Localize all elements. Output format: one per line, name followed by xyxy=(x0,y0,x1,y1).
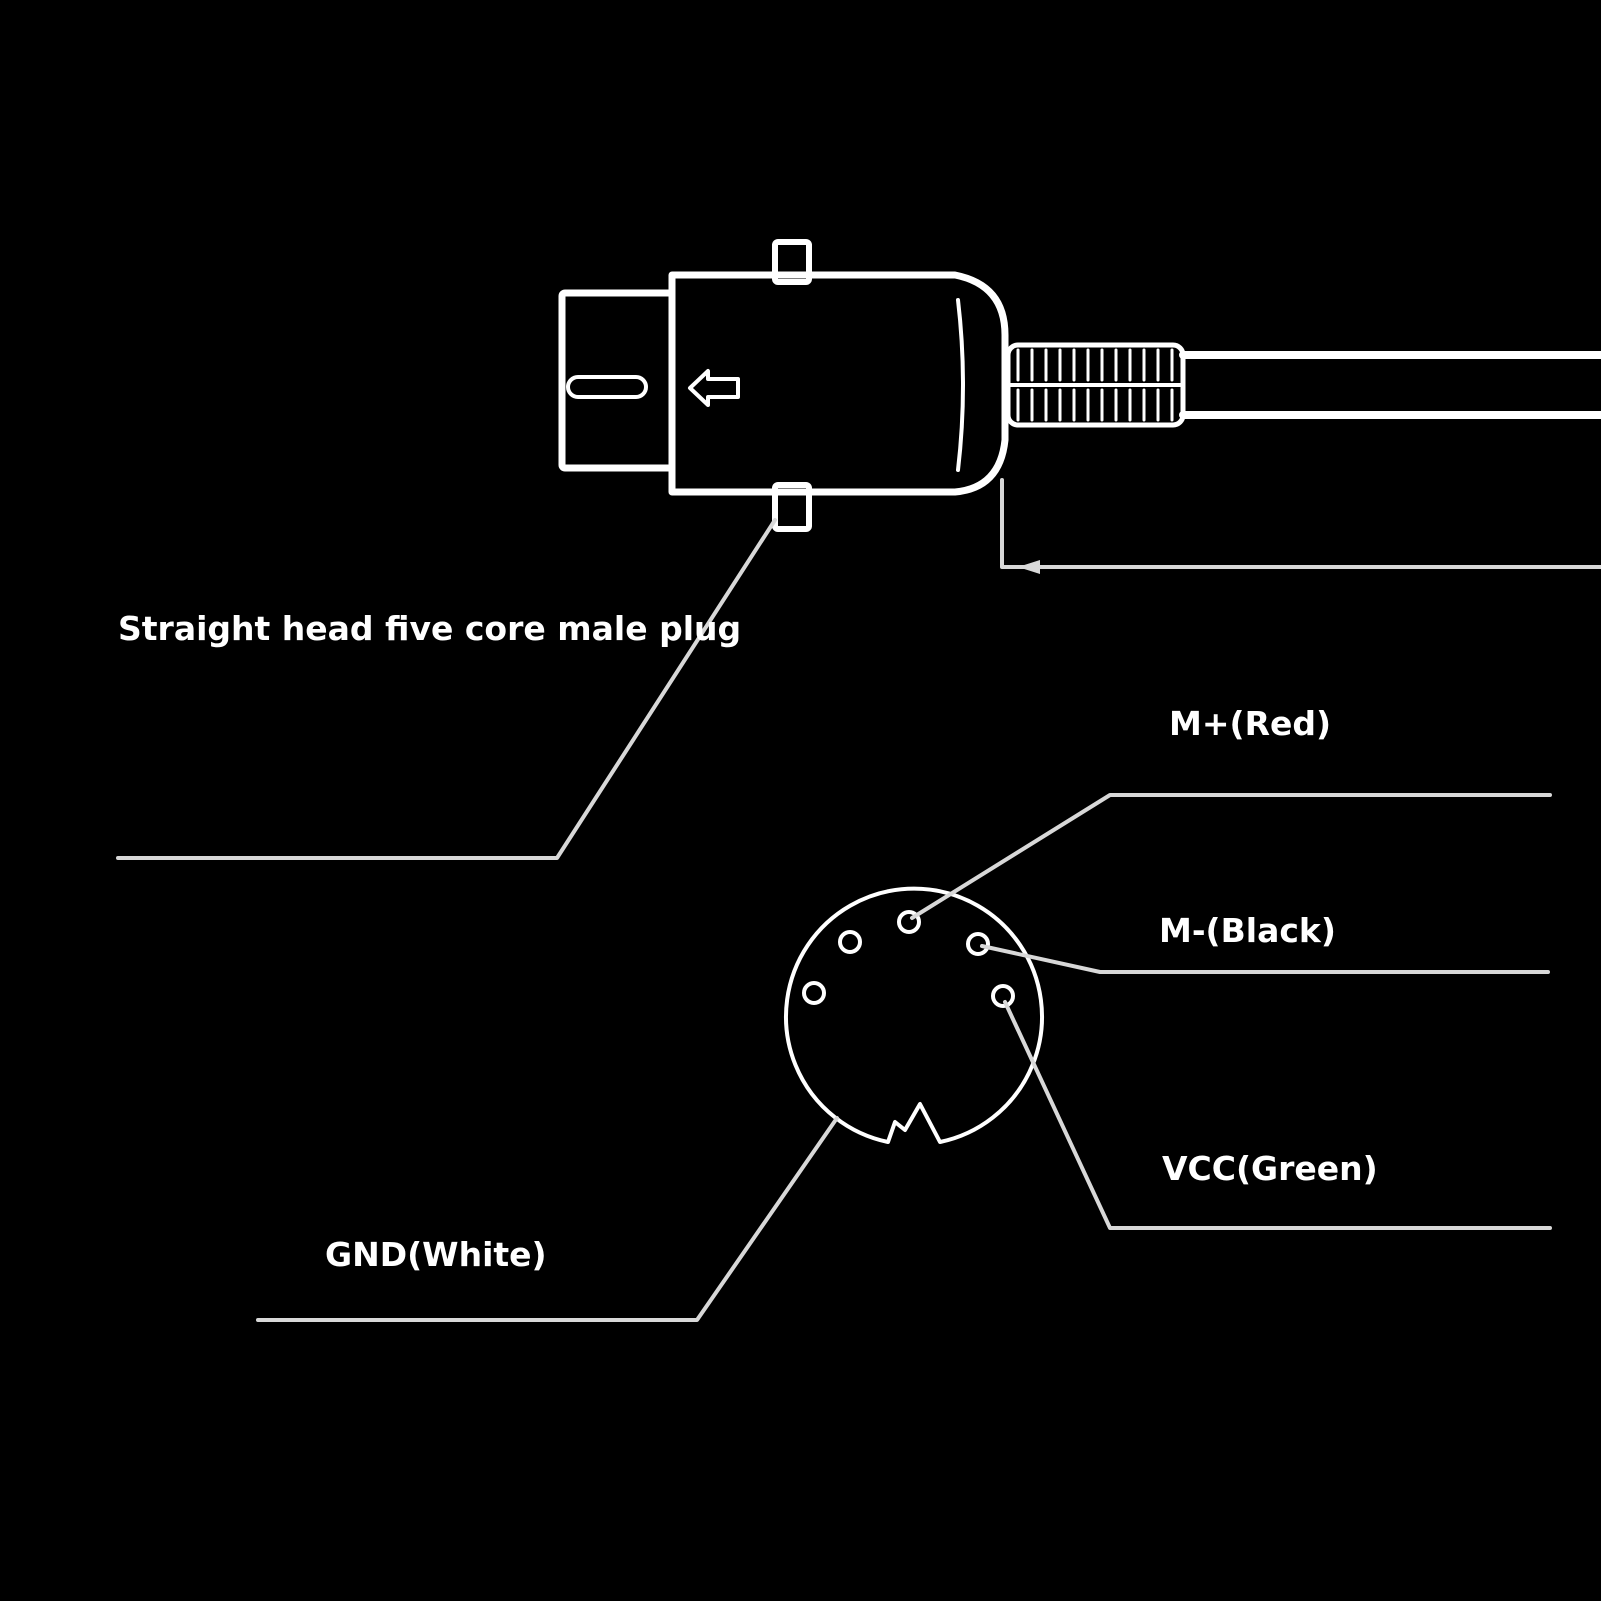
label-gnd: GND(White) xyxy=(325,1235,547,1274)
dimension-arrow-icon xyxy=(1018,560,1040,574)
plug-top-latch xyxy=(772,239,812,285)
plug-face-outline xyxy=(784,886,1044,1144)
pin-vcc xyxy=(991,984,1015,1008)
insertion-arrow-icon xyxy=(688,369,740,407)
leader-vcc xyxy=(1003,1000,1552,1230)
strain-relief-spring xyxy=(1005,342,1186,428)
leader-gnd xyxy=(256,1116,839,1322)
leader-m-minus xyxy=(980,944,1550,974)
pin-m-plus xyxy=(897,910,921,934)
pin-gnd xyxy=(802,981,826,1005)
leader-m-plus xyxy=(910,793,1552,920)
label-m-minus: M-(Black) xyxy=(1159,911,1336,950)
leader-plug xyxy=(116,518,777,860)
plug-bottom-latch xyxy=(772,482,812,532)
plug-nose xyxy=(558,289,676,472)
plug-key-slot xyxy=(566,375,648,399)
pin-extra xyxy=(838,930,862,954)
plug-side-view xyxy=(558,239,1601,574)
plug-face-view xyxy=(784,886,1044,1144)
label-plug: Straight head five core male plug xyxy=(118,609,741,648)
label-m-plus: M+(Red) xyxy=(1169,704,1331,743)
pin-m-minus xyxy=(966,932,990,956)
plug-body xyxy=(668,271,1009,496)
plug-body-rear-line xyxy=(956,298,965,472)
length-dimension-line xyxy=(1000,478,1601,569)
label-vcc: VCC(Green) xyxy=(1162,1149,1378,1188)
